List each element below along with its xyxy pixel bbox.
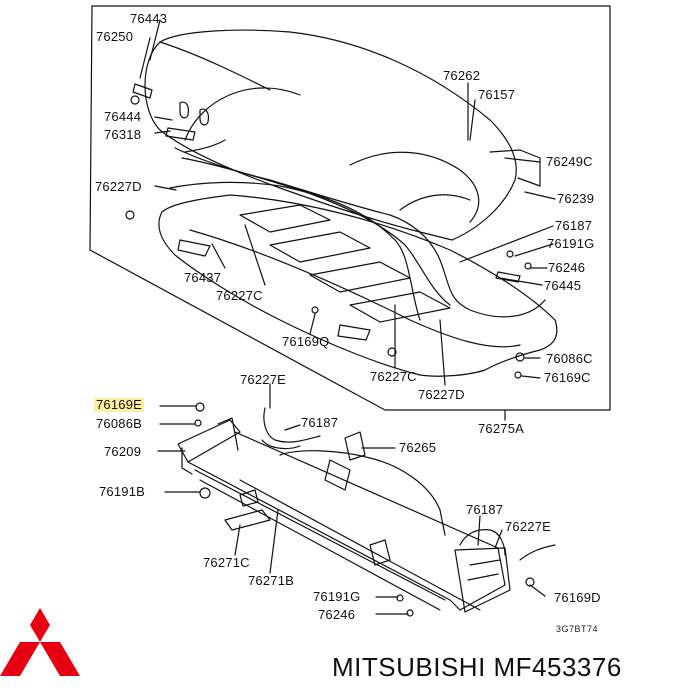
part-label: 76249C: [546, 154, 593, 169]
part-label: 76187: [466, 502, 504, 517]
part-label: 76086B: [96, 416, 143, 431]
part-label: 76191B: [99, 484, 146, 499]
part-label: 76187: [555, 218, 593, 233]
part-label: 76275A: [478, 421, 525, 436]
part-label: 76443: [130, 11, 168, 26]
part-number-title: MITSUBISHI MF453376: [332, 652, 622, 682]
part-label: 76227C: [216, 288, 263, 303]
part-label: 76271B: [248, 573, 295, 588]
part-label: 76262: [443, 68, 481, 83]
part-label: 76227E: [505, 519, 552, 534]
part-label: 76169C: [544, 370, 591, 385]
part-label: 76318: [104, 127, 142, 142]
part-label: 76086C: [546, 351, 593, 366]
highlighted-part-label: 76169E: [94, 397, 145, 412]
seat-adjuster-frame: [177, 419, 241, 463]
seat-pan-frame: [158, 194, 558, 377]
part-label: 76246: [318, 607, 356, 622]
part-label: 76227C: [370, 369, 417, 384]
part-label: 76187: [301, 415, 339, 430]
mitsubishi-logo-icon: [0, 608, 80, 676]
part-label: 76227D: [95, 179, 142, 194]
part-label: 76246: [548, 260, 586, 275]
part-label: 76250: [96, 29, 134, 44]
part-label: 76444: [104, 109, 142, 124]
part-label: 76271C: [203, 555, 250, 570]
diagram-code: 3G7BT74: [556, 624, 599, 634]
part-label: 76445: [544, 278, 582, 293]
part-label: 76169Q: [282, 334, 330, 349]
frame-box: [89, 5, 611, 411]
part-label: 76227E: [240, 372, 287, 387]
part-label: 76239: [557, 191, 595, 206]
part-label: 76265: [399, 440, 437, 455]
seat-cushion: [144, 29, 517, 241]
part-label: 76169D: [554, 590, 601, 605]
part-label: 76191G: [313, 589, 361, 604]
part-label: 76227D: [418, 387, 465, 402]
part-label: 76191G: [547, 236, 595, 251]
part-label: 76157: [478, 87, 516, 102]
part-label: 76209: [104, 444, 142, 459]
part-label: 76437: [184, 270, 222, 285]
